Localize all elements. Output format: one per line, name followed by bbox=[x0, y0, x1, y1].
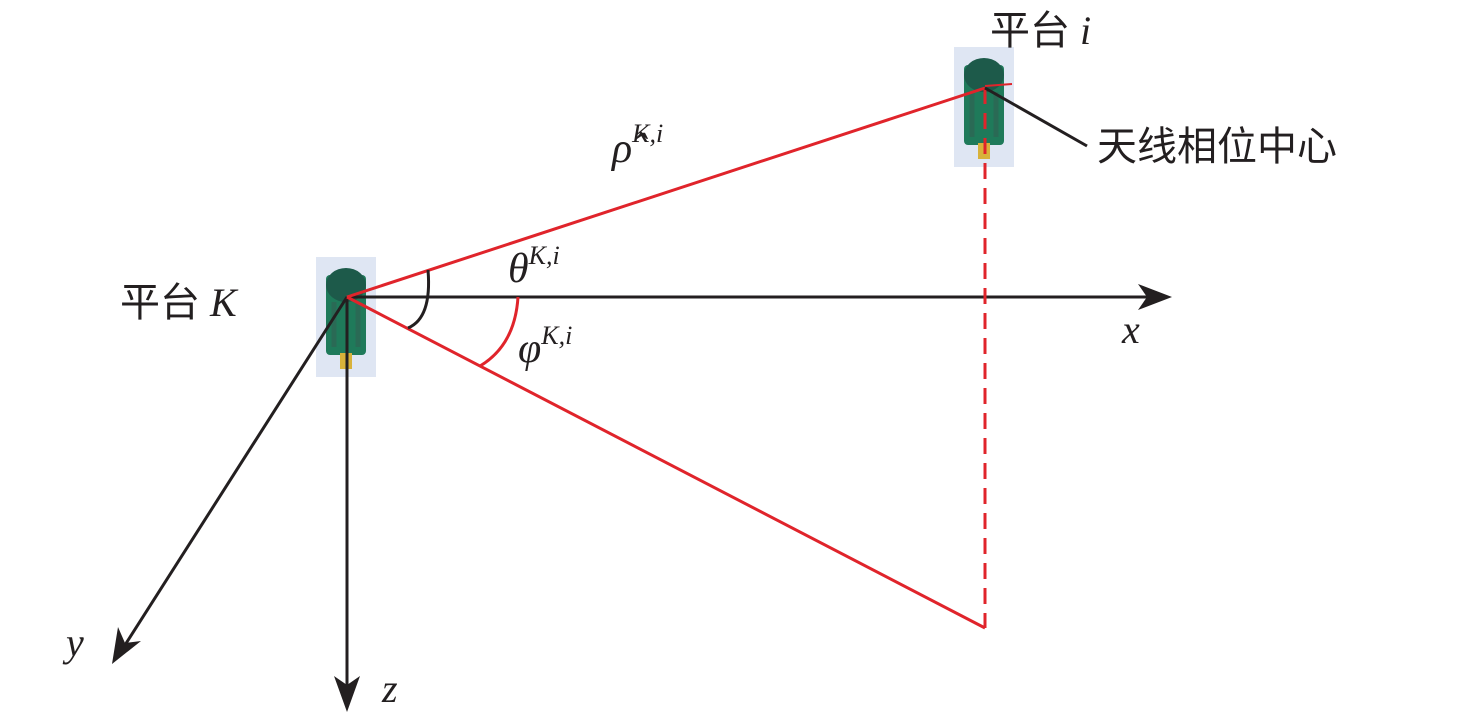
range-line bbox=[346, 86, 986, 299]
y-axis bbox=[112, 296, 349, 664]
x-axis-label: x bbox=[1121, 307, 1140, 352]
phase-center-marker bbox=[984, 83, 1013, 87]
platform-i-label: 平台 i bbox=[990, 8, 1091, 53]
rho-label: ρ̂K,i bbox=[610, 119, 663, 172]
theta-label: θK,i bbox=[508, 241, 560, 292]
phi-label: φK,i bbox=[518, 321, 572, 372]
x-axis bbox=[347, 284, 1172, 310]
phase-center-leader bbox=[984, 86, 1088, 148]
phase-center-label: 天线相位中心 bbox=[1097, 124, 1337, 169]
y-axis-label: y bbox=[62, 620, 84, 665]
projection-line bbox=[346, 295, 986, 630]
z-axis bbox=[334, 297, 360, 712]
platform-k-label: 平台 K bbox=[120, 280, 239, 325]
theta-arc bbox=[407, 269, 431, 330]
z-axis-label: z bbox=[381, 666, 398, 711]
phi-arc bbox=[479, 296, 520, 368]
